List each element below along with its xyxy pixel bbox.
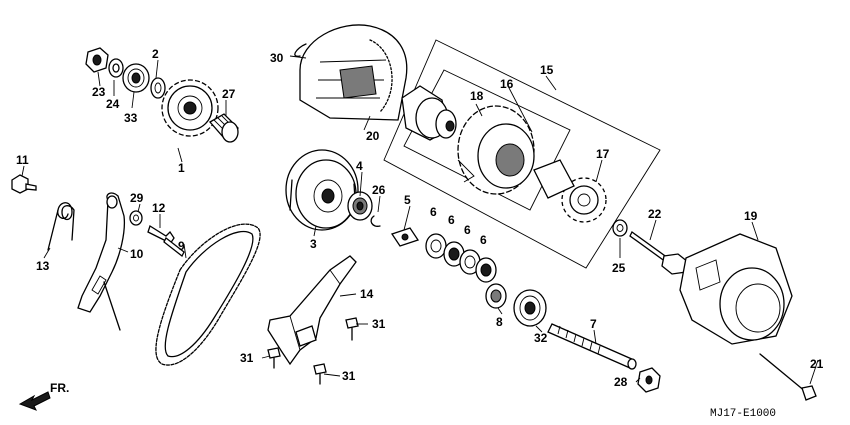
washer-6-d xyxy=(475,257,497,283)
bolt-21 xyxy=(759,353,817,401)
label-23: 23 xyxy=(92,85,106,99)
shaft-7 xyxy=(547,323,637,370)
washer-6-b xyxy=(443,241,465,267)
label-30: 30 xyxy=(270,51,284,65)
label-16: 16 xyxy=(500,77,514,91)
pin-12 xyxy=(147,225,185,257)
label-31-c: 31 xyxy=(342,369,356,383)
label-2: 2 xyxy=(152,47,159,61)
nut-28 xyxy=(637,367,661,393)
label-17: 17 xyxy=(596,147,610,161)
label-22: 22 xyxy=(648,207,662,221)
label-26: 26 xyxy=(372,183,386,197)
bolt-31-c xyxy=(313,363,327,385)
label-11: 11 xyxy=(16,153,29,167)
label-9: 9 xyxy=(178,239,185,253)
washer-25 xyxy=(612,219,628,237)
label-31-b: 31 xyxy=(240,351,254,365)
label-31-a: 31 xyxy=(372,317,386,331)
starter-sprocket-group xyxy=(85,47,240,143)
rotor-18 xyxy=(401,85,457,141)
stator-housing-20 xyxy=(294,24,408,121)
stator-16 xyxy=(457,105,535,195)
label-21: 21 xyxy=(810,357,824,371)
bolt-31-a xyxy=(345,317,359,341)
collar-5 xyxy=(390,227,420,247)
bearing-32 xyxy=(513,289,547,327)
label-19: 19 xyxy=(744,209,758,223)
diagram-code: MJ17-E1000 xyxy=(710,408,776,420)
front-direction-label: FR. xyxy=(50,381,69,395)
label-6-d: 6 xyxy=(480,233,487,247)
label-5: 5 xyxy=(404,193,411,207)
label-6-a: 6 xyxy=(430,205,437,219)
leader-lines xyxy=(21,55,819,385)
part-labels: 1 2 3 4 5 6 6 6 6 7 8 9 10 11 12 13 14 1… xyxy=(16,47,824,420)
label-6-b: 6 xyxy=(448,213,455,227)
label-14: 14 xyxy=(360,287,374,301)
label-24: 24 xyxy=(106,97,120,111)
collar-29 xyxy=(129,210,143,226)
label-33: 33 xyxy=(124,111,138,125)
chain-guide-14 xyxy=(267,255,357,366)
label-8: 8 xyxy=(496,315,503,329)
label-10: 10 xyxy=(130,247,144,261)
label-27: 27 xyxy=(222,87,236,101)
bolt-31-b xyxy=(267,347,281,369)
bolt-22 xyxy=(629,231,689,275)
label-32: 32 xyxy=(534,331,548,345)
spring-13 xyxy=(47,202,75,251)
label-28: 28 xyxy=(614,375,628,389)
label-7: 7 xyxy=(590,317,597,331)
starter-clutch-4 xyxy=(347,191,373,221)
fan-17 xyxy=(533,159,607,223)
bushing-8 xyxy=(485,283,507,309)
flywheel-3 xyxy=(285,149,359,231)
chain-9 xyxy=(155,223,261,366)
bolt-11 xyxy=(11,174,37,194)
front-direction-arrow-icon xyxy=(18,391,51,411)
washer-6-a xyxy=(425,233,447,259)
label-15: 15 xyxy=(540,63,554,77)
tensioner-arm-10 xyxy=(77,192,126,331)
label-20: 20 xyxy=(366,129,380,143)
label-1: 1 xyxy=(178,161,185,175)
label-13: 13 xyxy=(36,259,50,273)
alternator-cover-19 xyxy=(679,233,793,345)
label-4: 4 xyxy=(356,159,363,173)
label-6-c: 6 xyxy=(464,223,471,237)
key-26 xyxy=(370,215,381,227)
label-3: 3 xyxy=(310,237,317,251)
label-29: 29 xyxy=(130,191,144,205)
label-12: 12 xyxy=(152,201,166,215)
label-18: 18 xyxy=(470,89,484,103)
label-25: 25 xyxy=(612,261,626,275)
